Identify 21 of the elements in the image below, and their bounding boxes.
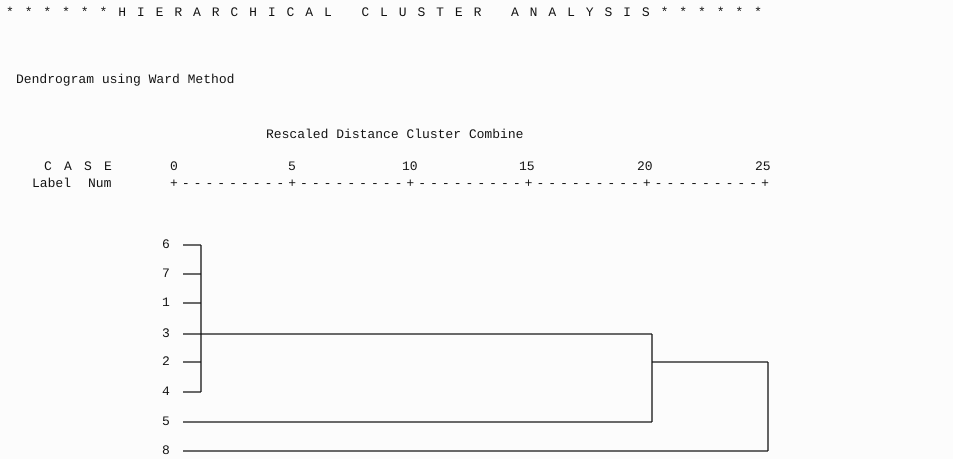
column-header: Label (32, 176, 72, 191)
axis-title: Rescaled Distance Cluster Combine (266, 127, 524, 142)
tick-label: 25 (755, 159, 771, 174)
column-header: Num (88, 176, 112, 191)
case-number: 6 (162, 237, 170, 252)
tick-label: 15 (519, 159, 535, 174)
title: * * * * * * H I E R A R C H I C A L C L U S T E R A N A L Y S I S * * * * * * (6, 5, 764, 20)
case-number: 1 (162, 295, 170, 310)
tick-label: 0 (170, 159, 178, 174)
tick-label: 10 (402, 159, 418, 174)
axis-ruler: +---------+---------+---------+---------+---------+ (170, 176, 773, 191)
caption: Dendrogram using Ward Method (16, 72, 234, 87)
case-number: 7 (162, 266, 170, 281)
case-number: 3 (162, 326, 170, 341)
tick-label: 20 (637, 159, 653, 174)
case-number: 8 (162, 443, 170, 458)
tick-label: 5 (288, 159, 296, 174)
case-number: 2 (162, 354, 170, 369)
case-number: 5 (162, 414, 170, 429)
column-header: C A S E (44, 159, 114, 174)
case-number: 4 (162, 384, 170, 399)
